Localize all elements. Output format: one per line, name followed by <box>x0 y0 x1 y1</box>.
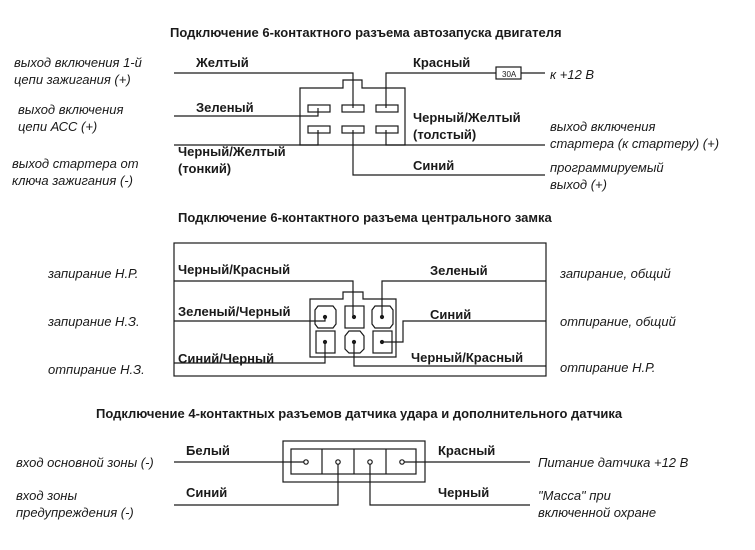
wire-label-red: Красный <box>413 55 471 70</box>
wire-label-blue: Синий <box>413 158 455 173</box>
desc-ignition1: выход включения 1-й цепи зажигания (+) <box>14 55 142 87</box>
central-lock-section-title: Подключение 6-контактного разъема центра… <box>178 210 552 225</box>
wire-red <box>385 72 496 108</box>
desc-unlock-no: отпирание Н.Р. <box>560 360 656 375</box>
desc-lock-nc: запирание Н.З. <box>48 314 140 329</box>
wire-label-white: Белый <box>186 443 230 458</box>
wire-yellow <box>174 72 354 108</box>
ignition-section-title: Подключение 6-контактного разъема автоза… <box>170 25 562 40</box>
wire-label-black-yellow-thick: Черный/Желтый (толстый) <box>413 110 521 142</box>
desc-main-zone: вход основной зоны (-) <box>16 455 154 470</box>
desc-lock-common: запирание, общий <box>560 266 671 281</box>
wire-label-black-yellow-thin: Черный/Желтый (тонкий) <box>178 144 286 176</box>
wire-label-blue-sensor: Синий <box>186 485 228 500</box>
wire-label-red-sensor: Красный <box>438 443 496 458</box>
wire-blue-black <box>174 342 326 364</box>
desc-plus12: к +12 В <box>550 67 595 82</box>
desc-starter-out: выход включения стартера (к стартеру) (+… <box>550 119 720 151</box>
ignition-pin <box>375 104 399 113</box>
desc-unlock-nc: отпирание Н.З. <box>48 362 145 377</box>
wire-black-red-right <box>353 342 546 367</box>
wire-label-black-red-right: Черный/Красный <box>411 350 524 365</box>
central-lock-pin <box>344 305 365 329</box>
wire-black-sensor <box>369 464 530 506</box>
desc-prog-out: программируемый выход (+) <box>550 160 664 192</box>
ignition-pin <box>307 104 331 113</box>
desc-warning-zone: вход зоны предупреждения (-) <box>16 488 134 520</box>
wire-label-yellow: Желтый <box>196 55 249 70</box>
central-lock-wiring <box>173 242 547 377</box>
sensor-pin <box>399 459 405 465</box>
wire-blue <box>352 130 545 176</box>
central-lock-pin <box>314 305 337 329</box>
wire-green <box>174 108 319 117</box>
wire-blue-right <box>382 320 546 343</box>
central-lock-pin <box>371 305 394 329</box>
sensor-pin <box>367 459 373 465</box>
wire-black-yellow-thin <box>174 130 319 146</box>
desc-acc: выход включения цепи АСС (+) <box>18 102 124 134</box>
sensor-pin <box>303 459 309 465</box>
ignition-pin <box>375 125 399 134</box>
central-lock-connector-housing <box>309 291 397 358</box>
wire-blue-sensor <box>174 464 339 506</box>
central-lock-pin <box>344 330 365 354</box>
sensor-wiring <box>174 440 530 506</box>
wire-label-green: Зеленый <box>196 100 254 115</box>
wire-label-green-right: Зеленый <box>430 263 488 278</box>
desc-unlock-common: отпирание, общий <box>560 314 676 329</box>
fuse-label: 30A <box>502 70 517 79</box>
wire-black-yellow-thick <box>385 130 545 146</box>
wire-label-black-sensor: Черный <box>438 485 490 500</box>
sensor-pin <box>335 459 341 465</box>
ignition-connector-housing <box>299 79 406 146</box>
wire-label-blue-black: Синий/Черный <box>178 351 275 366</box>
sensor-section-title: Подключение 4-контактных разъемов датчик… <box>96 406 623 421</box>
desc-power: Питание датчика +12 В <box>538 455 689 470</box>
desc-starter-key: выход стартера от ключа зажигания (-) <box>12 156 139 188</box>
desc-lock-no: запирание Н.Р. <box>48 266 139 281</box>
wire-black-red-left <box>174 280 354 317</box>
wire-label-black-red-left: Черный/Красный <box>178 262 291 277</box>
ignition-connector-wiring <box>174 66 545 176</box>
central-lock-frame <box>173 242 547 377</box>
desc-ground: "Масса" при включенной охране <box>538 488 657 520</box>
wire-label-green-black: Зеленый/Черный <box>178 304 291 319</box>
wire-green-black <box>174 317 326 322</box>
ignition-pin <box>307 125 331 134</box>
wire-green-right <box>381 280 546 317</box>
wire-label-blue-right: Синий <box>430 307 472 322</box>
fuse-box <box>495 66 522 80</box>
